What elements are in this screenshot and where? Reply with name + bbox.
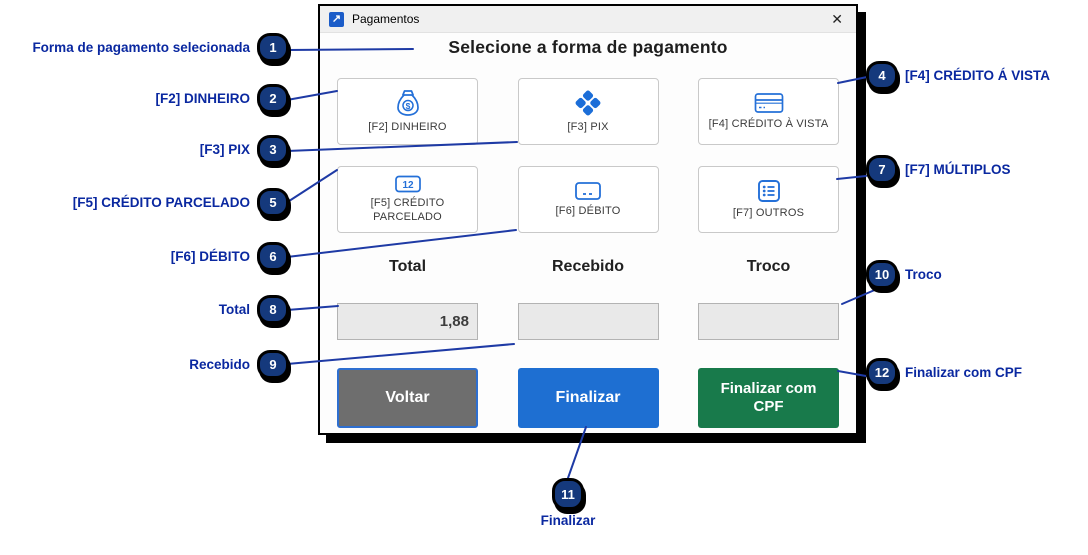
finalizar-com-cpf-button[interactable]: Finalizar com CPF <box>698 368 839 428</box>
dinheiro-button[interactable]: $ [F2] DINHEIRO <box>337 78 478 145</box>
annotation-5: [F5] CRÉDITO PARCELADO 5 <box>73 188 289 217</box>
annotation-9: Recebido 9 <box>189 350 289 379</box>
annotation-4: 4 [F4] CRÉDITO Á VISTA <box>866 61 1050 90</box>
annotation-badge: 11 <box>552 478 584 510</box>
annotation-label: Total <box>218 302 250 317</box>
annotation-label: Recebido <box>189 357 250 372</box>
payment-buttons-row-2: 12 [F5] CRÉDITO PARCELADO [F6] DÉBITO <box>320 166 856 233</box>
annotation-badge: 1 <box>257 33 289 62</box>
list-icon <box>757 179 780 202</box>
payment-buttons-row-1: $ [F2] DINHEIRO [F3] PIX <box>320 78 856 145</box>
annotation-10: 10 Troco <box>866 260 942 289</box>
pix-button[interactable]: [F3] PIX <box>517 78 659 145</box>
totals-labels-row: Total Recebido Troco <box>320 258 856 282</box>
outros-button[interactable]: [F7] OUTROS <box>698 166 839 233</box>
money-bag-icon: $ <box>396 89 419 116</box>
total-field[interactable]: 1,88 <box>337 303 478 340</box>
annotation-badge: 9 <box>257 350 289 379</box>
annotation-badge: 12 <box>866 358 898 387</box>
annotation-1: Forma de pagamento selecionada 1 <box>32 33 289 62</box>
annotation-11: 11 Finalizar <box>536 478 600 528</box>
title-bar: ↗ Pagamentos ✕ <box>320 6 856 33</box>
payment-button-label: [F5] CRÉDITO PARCELADO <box>370 196 445 223</box>
total-label: Total <box>388 258 427 275</box>
annotation-8: Total 8 <box>219 295 289 324</box>
annotation-12: 12 Finalizar com CPF <box>866 358 1022 387</box>
payment-button-label: [F2] DINHEIRO <box>368 120 447 133</box>
actions-row: Voltar Finalizar Finalizar com CPF <box>320 368 856 428</box>
annotation-badge: 2 <box>257 84 289 113</box>
svg-text:$: $ <box>405 101 410 111</box>
finalizar-button[interactable]: Finalizar <box>517 368 659 428</box>
payment-button-label: [F3] PIX <box>567 120 609 133</box>
annotation-badge: 8 <box>257 295 289 324</box>
annotation-badge: 7 <box>866 155 898 184</box>
credito-a-vista-button[interactable]: [F4] CRÉDITO À VISTA <box>698 78 839 145</box>
window-title: Pagamentos <box>352 12 420 26</box>
annotation-badge: 6 <box>257 242 289 271</box>
annotation-badge: 10 <box>866 260 898 289</box>
annotation-label: Forma de pagamento selecionada <box>32 40 250 55</box>
troco-label: Troco <box>746 258 791 275</box>
annotation-label: [F5] CRÉDITO PARCELADO <box>72 195 250 210</box>
payment-button-label: [F6] DÉBITO <box>555 204 621 217</box>
annotation-3: [F3] PIX 3 <box>200 135 289 164</box>
debit-card-icon <box>575 181 601 200</box>
app-icon: ↗ <box>329 11 344 27</box>
annotation-label: [F4] CRÉDITO Á VISTA <box>905 68 1051 83</box>
annotation-label: Troco <box>905 267 942 282</box>
credito-parcelado-button[interactable]: 12 [F5] CRÉDITO PARCELADO <box>337 166 478 233</box>
payment-button-label: [F7] OUTROS <box>732 206 805 219</box>
annotation-badge: 4 <box>866 61 898 90</box>
annotation-badge: 5 <box>257 188 289 217</box>
close-icon[interactable]: ✕ <box>831 10 843 27</box>
annotation-label: [F6] DÉBITO <box>170 249 250 264</box>
payments-dialog: ↗ Pagamentos ✕ Selecione a forma de paga… <box>318 4 858 435</box>
payment-button-label: [F4] CRÉDITO À VISTA <box>708 117 829 130</box>
annotation-2: [F2] DINHEIRO 2 <box>155 84 289 113</box>
annotation-label: [F2] DINHEIRO <box>155 91 251 106</box>
annotation-label: Finalizar com CPF <box>905 365 1023 380</box>
recebido-field[interactable] <box>517 303 659 340</box>
installments-12-icon: 12 <box>394 175 421 193</box>
annotation-badge: 3 <box>257 135 289 164</box>
annotation-label: [F7] MÚLTIPLOS <box>905 162 1011 177</box>
annotation-6: [F6] DÉBITO 6 <box>171 242 289 271</box>
annotation-label: [F3] PIX <box>199 142 250 157</box>
recebido-label: Recebido <box>551 258 624 275</box>
dialog-heading: Selecione a forma de pagamento <box>448 37 728 57</box>
troco-field[interactable] <box>698 303 839 340</box>
pix-icon <box>575 90 601 116</box>
totals-fields-row: 1,88 <box>320 303 856 340</box>
annotation-7: 7 [F7] MÚLTIPLOS <box>866 155 1011 184</box>
annotation-label: Finalizar <box>540 513 596 528</box>
svg-text:12: 12 <box>402 180 414 191</box>
credit-card-icon <box>754 92 783 113</box>
voltar-button[interactable]: Voltar <box>337 368 478 428</box>
debito-button[interactable]: [F6] DÉBITO <box>517 166 659 233</box>
